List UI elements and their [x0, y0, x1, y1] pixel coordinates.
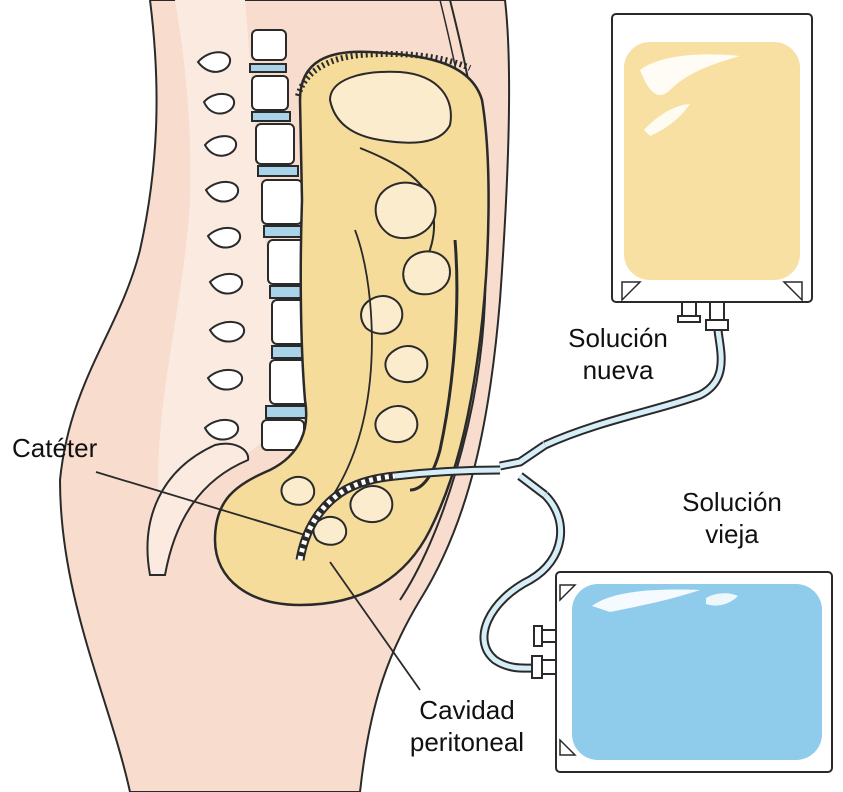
label-new-solution: Solución nueva: [548, 322, 688, 386]
old-solution-bag: [532, 572, 832, 772]
new-solution-bag: [612, 14, 812, 330]
label-peritoneal-cavity: Cavidad peritoneal: [392, 694, 542, 758]
label-catheter: Catéter: [12, 432, 97, 464]
label-old-solution: Solución vieja: [662, 486, 802, 550]
